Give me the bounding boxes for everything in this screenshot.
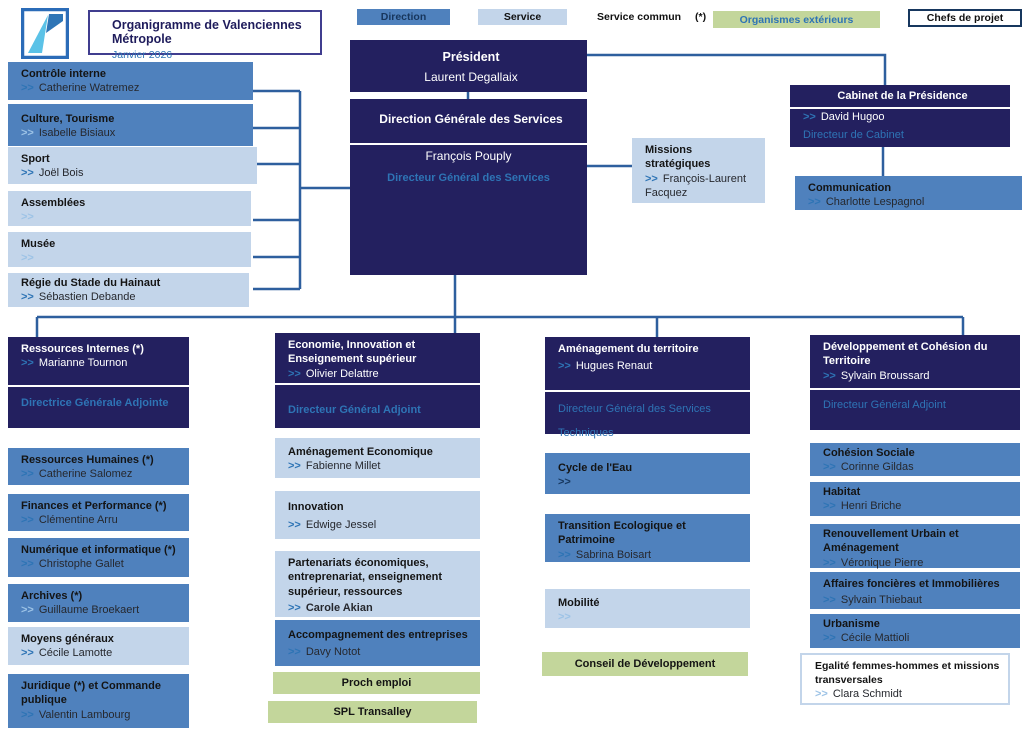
org-box-mobilite: Mobilité >> <box>545 589 750 628</box>
chevron: >> <box>21 211 34 224</box>
org-box-affaires-foncieres: Affaires foncières et Immobilières >>Syl… <box>810 572 1020 609</box>
chevron: >> <box>823 369 836 382</box>
chevron: >> <box>558 611 571 624</box>
divider <box>790 107 1010 109</box>
divider <box>275 383 480 385</box>
chevron: >> <box>21 252 34 265</box>
org-box-urbanisme: Urbanisme >>Cécile Mattioli <box>810 614 1020 648</box>
divider <box>8 385 189 387</box>
org-box-musee: Musée >> <box>8 232 251 267</box>
chevron: >> <box>823 461 836 474</box>
org-box-economie-innovation: Economie, Innovation et Enseignement sup… <box>275 333 480 428</box>
org-box-renouvellement-urbain: Renouvellement Urbain et Aménagement >>V… <box>810 524 1020 569</box>
org-box-conseil-developpement: Conseil de Développement <box>542 652 748 676</box>
org-box-moyens-generaux: Moyens généraux >>Cécile Lamotte <box>8 627 189 665</box>
chart-title-box: Organigramme de Valenciennes Métropole J… <box>88 10 322 61</box>
org-box-controle-interne: Contrôle interne >>Catherine Watremez <box>8 62 253 100</box>
org-box-direction-generale: Direction Générale des Services François… <box>350 99 587 275</box>
org-box-ressources-internes: Ressources Internes (*) >>Marianne Tourn… <box>8 337 189 428</box>
chevron: >> <box>288 460 301 473</box>
org-box-innovation: Innovation >>Edwige Jessel <box>275 491 480 539</box>
org-box-accompagnement-entreprises: Accompagnement des entreprises >>Davy No… <box>275 620 480 666</box>
org-box-sport: Sport >>Joël Bois <box>8 147 257 184</box>
legend-chefs-de-projet: Chefs de projet <box>908 9 1022 27</box>
org-box-regie-stade-hainaut: Régie du Stade du Hainaut >>Sébastien De… <box>8 273 249 307</box>
chevron: >> <box>21 82 34 95</box>
chevron: >> <box>645 172 658 185</box>
org-box-partenariats-economiques: Partenariats économiques, entreprenariat… <box>275 551 480 617</box>
chevron: >> <box>558 360 571 373</box>
chevron: >> <box>288 646 301 659</box>
chevron: >> <box>21 514 34 527</box>
divider <box>545 390 750 392</box>
chevron: >> <box>823 594 836 607</box>
chevron: >> <box>803 111 816 124</box>
chevron: >> <box>21 558 34 571</box>
org-box-cohesion-sociale: Cohésion Sociale >>Corinne Gildas <box>810 443 1020 476</box>
org-box-developpement-cohesion: Développement et Cohésion du Territoire … <box>810 335 1020 430</box>
org-box-culture-tourisme: Culture, Tourisme >>Isabelle Bisiaux <box>8 104 253 146</box>
legend-organismes-exterieurs: Organismes extérieurs <box>713 11 880 28</box>
page-title: Organigramme de Valenciennes Métropole <box>112 18 302 46</box>
chevron: >> <box>823 556 836 569</box>
org-box-cabinet-presidence: Cabinet de la Présidence >>David Hugoo D… <box>790 85 1010 147</box>
valenciennes-metropole-logo <box>21 8 69 59</box>
chevron: >> <box>823 632 836 645</box>
chevron: >> <box>21 604 34 617</box>
org-box-spl-transalley: SPL Transalley <box>268 701 477 723</box>
chevron: >> <box>808 196 821 209</box>
chevron: >> <box>21 357 34 370</box>
org-box-proch-emploi: Proch emploi <box>273 672 480 694</box>
chevron: >> <box>558 548 571 561</box>
chevron: >> <box>21 291 34 304</box>
divider <box>350 143 587 145</box>
org-box-amenagement-economique: Aménagement Economique >>Fabienne Millet <box>275 438 480 478</box>
org-box-assemblees: Assemblées >> <box>8 191 251 226</box>
org-box-ressources-humaines: Ressources Humaines (*) >>Catherine Salo… <box>8 448 189 485</box>
org-box-communication: Communication >>Charlotte Lespagnol <box>795 176 1022 210</box>
chevron: >> <box>288 601 301 614</box>
org-box-juridique-commande-publique: Juridique (*) et Commande publique >>Val… <box>8 674 189 728</box>
chevron: >> <box>288 367 301 380</box>
org-box-egalite-femmes-hommes: Egalité femmes-hommes et missions transv… <box>800 653 1010 705</box>
org-box-transition-ecologique: Transition Ecologique et Patrimoine >>Sa… <box>545 514 750 562</box>
org-box-habitat: Habitat >>Henri Briche <box>810 482 1020 516</box>
chevron: >> <box>21 708 34 721</box>
org-box-cycle-de-leau: Cycle de l'Eau >> <box>545 453 750 494</box>
chevron: >> <box>21 647 34 660</box>
divider <box>810 388 1020 390</box>
asterisk-mark: (*) <box>695 11 707 23</box>
chevron: >> <box>21 468 34 481</box>
org-box-amenagement-territoire: Aménagement du territoire >>Hugues Renau… <box>545 337 750 439</box>
legend-service-commun: Service commun (*) <box>597 11 707 23</box>
org-box-finances-performance: Finances et Performance (*) >>Clémentine… <box>8 494 189 531</box>
org-box-numerique-informatique: Numérique et informatique (*) >>Christop… <box>8 538 189 577</box>
chevron: >> <box>815 688 828 701</box>
org-box-missions-strategiques: Missions stratégiques >>François-Laurent… <box>632 138 765 203</box>
chevron: >> <box>21 127 34 140</box>
chevron: >> <box>288 519 301 532</box>
org-box-archives: Archives (*) >>Guillaume Broekaert <box>8 584 189 622</box>
org-box-president: Président Laurent Degallaix <box>350 40 587 92</box>
chevron: >> <box>823 500 836 513</box>
legend-direction: Direction <box>357 9 450 25</box>
chevron: >> <box>558 476 571 489</box>
legend-service: Service <box>478 9 567 25</box>
page-date: Janvier 2026 <box>112 49 173 61</box>
chevron: >> <box>21 167 34 180</box>
